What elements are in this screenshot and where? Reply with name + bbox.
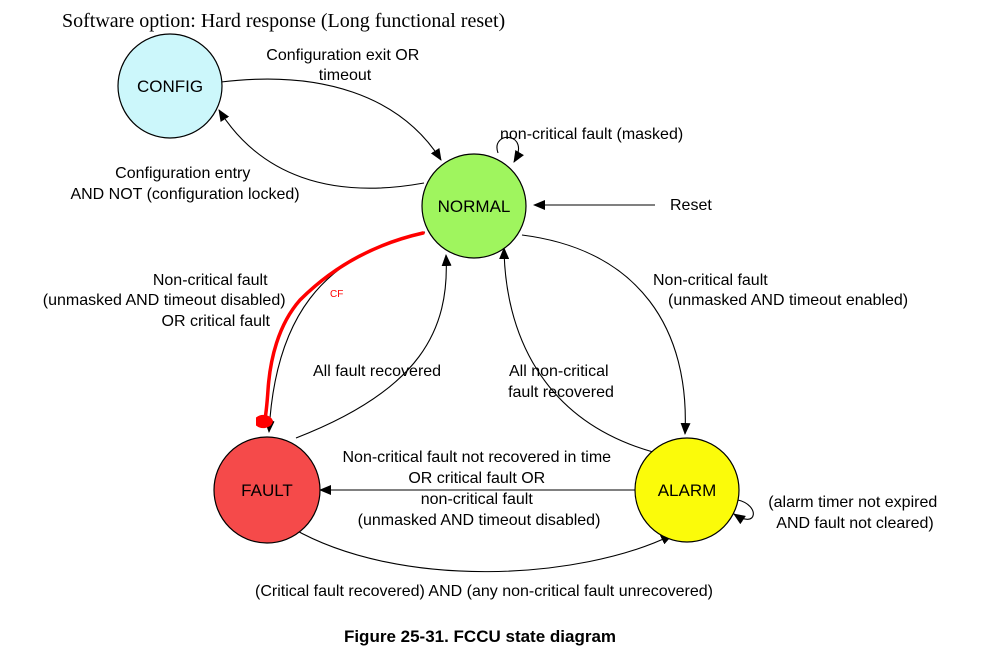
label-reset: Reset bbox=[670, 197, 712, 214]
state-normal: NORMAL bbox=[421, 153, 527, 259]
edge-config-to-normal bbox=[220, 78, 442, 161]
edge-normal-to-alarm bbox=[521, 234, 691, 435]
state-config-label: CONFIG bbox=[137, 77, 203, 96]
label-config-exit: Configuration exit OR timeout bbox=[266, 47, 423, 84]
edge-alarm-self-loop bbox=[733, 499, 754, 525]
label-fault-recovered: All fault recovered bbox=[313, 363, 441, 380]
label-normal-self: non-critical fault (masked) bbox=[500, 126, 683, 143]
label-alarm-to-fault: Non-critical fault not recovered in time… bbox=[342, 449, 615, 529]
label-alarm-to-normal: All non-critical fault recovered bbox=[508, 363, 614, 401]
label-normal-to-fault: Non-critical fault (unmasked AND timeout… bbox=[43, 272, 290, 330]
edge-fault-to-normal bbox=[295, 254, 452, 439]
red-annotation-stroke bbox=[262, 231, 425, 427]
label-config-entry: Configuration entry AND NOT (configurati… bbox=[70, 165, 299, 203]
annotation-cf: CF bbox=[330, 289, 343, 300]
figure-caption: Figure 25-31. FCCU state diagram bbox=[344, 627, 616, 646]
edge-alarm-to-normal bbox=[499, 247, 654, 453]
edge-fault-to-alarm bbox=[291, 527, 673, 573]
header-text: Software option: Hard response (Long fun… bbox=[62, 10, 505, 32]
state-normal-label: NORMAL bbox=[438, 197, 511, 216]
state-alarm-label: ALARM bbox=[658, 481, 717, 500]
state-fault-label: FAULT bbox=[241, 481, 293, 500]
state-alarm: ALARM bbox=[634, 437, 740, 543]
red-annotation-blob bbox=[256, 414, 274, 429]
label-normal-to-alarm: Non-critical fault (unmasked AND timeout… bbox=[653, 272, 908, 309]
label-fault-to-alarm: (Critical fault recovered) AND (any non-… bbox=[255, 583, 713, 600]
edge-normal-self-loop bbox=[496, 136, 524, 163]
state-config: CONFIG bbox=[117, 33, 223, 139]
state-fault: FAULT bbox=[213, 436, 321, 544]
label-alarm-self: (alarm timer not expired AND fault not c… bbox=[768, 494, 941, 532]
edge-normal-to-config bbox=[218, 109, 425, 189]
